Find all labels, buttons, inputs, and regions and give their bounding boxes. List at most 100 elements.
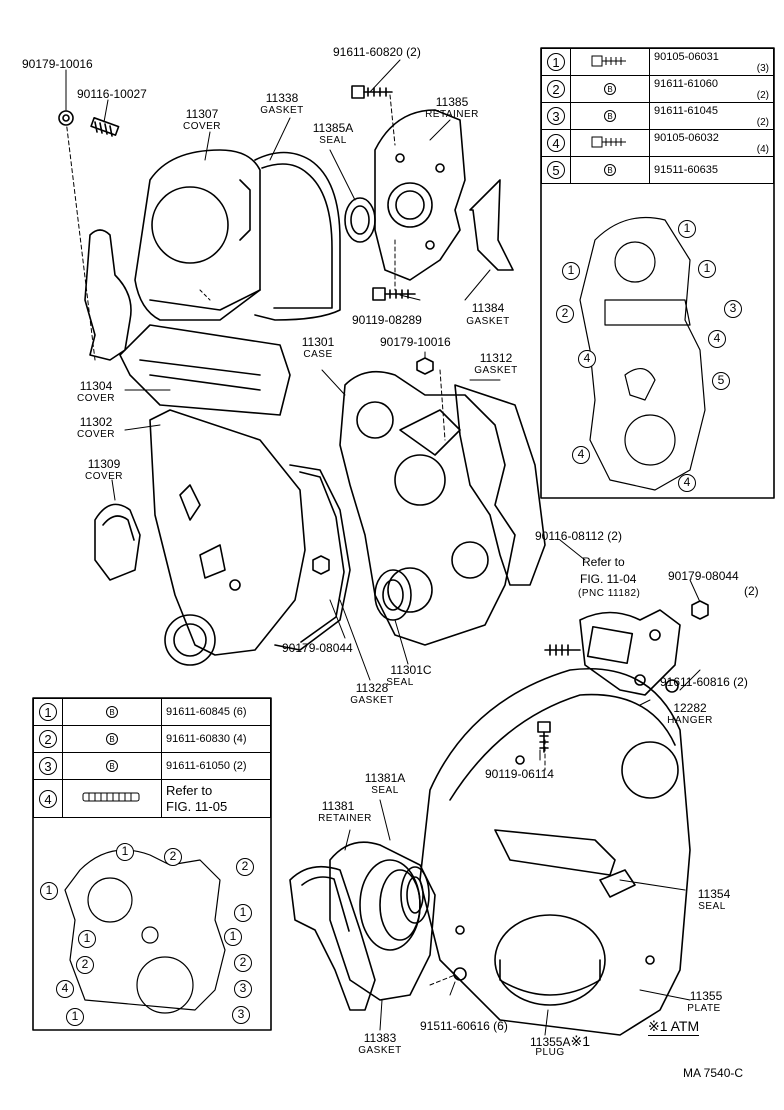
legend-top-row: 4 90105-06032(4): [541, 129, 774, 157]
atm-note: ※1 ATM: [648, 1018, 700, 1036]
label-91611-60816: 91611-60816 (2): [660, 675, 748, 689]
part-11309-cover: [94, 503, 141, 581]
stud-icon: [82, 792, 140, 802]
label-11384-name: GASKET: [466, 316, 510, 327]
label-11383-number: 11383: [363, 1031, 397, 1045]
inset-callout: 4: [578, 350, 596, 368]
part-11328-gasket: [274, 464, 351, 651]
legend-part: 91511-60635: [654, 164, 719, 176]
label-11301C-number: 11301C: [390, 663, 432, 677]
fastener-bolt-91511-60616: [453, 967, 467, 981]
label-12282-name: HANGER: [667, 715, 713, 726]
label-11302-number: 11302: [79, 415, 113, 429]
fastener-nut-90179-10016-mid: [416, 357, 434, 375]
label-11304-name: COVER: [76, 393, 116, 404]
label-11385A-name: SEAL: [319, 135, 347, 146]
part-12282-hanger: [579, 609, 681, 696]
part-11304-cover: [119, 324, 291, 416]
legend-bottom-row: 1 B 91611-60845 (6): [33, 698, 271, 726]
inset-callout: 1: [234, 904, 252, 922]
label-90116-10027: 90116-10027: [77, 87, 147, 101]
part-11301-case: [339, 370, 516, 646]
legend-num: 5: [547, 161, 565, 179]
inset-callout: 2: [164, 848, 182, 866]
label-12282-number: 12282: [673, 701, 707, 715]
inset-callout: 2: [236, 858, 254, 876]
label-90179-08044-right-qty: (2): [744, 584, 759, 598]
label-11355A-mark: ※1: [570, 1033, 591, 1049]
legend-top-row: 5 B 91511-60635: [541, 156, 774, 184]
inset-bottom-sketch: [64, 849, 226, 1014]
label-11302-name: COVER: [76, 429, 116, 440]
label-90119-06114: 90119-06114: [485, 767, 554, 781]
part-11381-retainer: [329, 841, 436, 1001]
fastener-nut-90179-08044-right: [691, 600, 709, 620]
label-11312-number: 11312: [479, 351, 513, 365]
legend-part: Refer to: [166, 782, 213, 798]
fastener-bolt-91611-60816: [665, 679, 679, 693]
legend-top-row: 1 90105-06031(3): [541, 48, 774, 76]
legend-bottom-row: 3 B 91611-61050 (2): [33, 752, 271, 780]
label-refer-line1: Refer to: [582, 555, 625, 569]
inset-callout: 4: [708, 330, 726, 348]
part-11301C-seal: [374, 569, 412, 621]
label-91511-60616: 91511-60616 (6): [420, 1019, 508, 1033]
label-11383-name: GASKET: [358, 1045, 402, 1056]
legend-num: 2: [547, 80, 565, 98]
b-bolt-icon: B: [604, 83, 616, 95]
legend-num: 4: [39, 789, 57, 808]
part-11355A-plug: [494, 914, 606, 1006]
label-11355-number: 11355: [689, 989, 723, 1003]
label-11385A-number: 11385A: [312, 121, 354, 135]
label-refer-line2: FIG. 11-04: [580, 572, 637, 586]
label-91611-60820: 91611-60820 (2): [333, 45, 421, 59]
inset-callout: 2: [234, 954, 252, 972]
b-bolt-icon: B: [106, 733, 118, 745]
part-11385-retainer: [374, 109, 466, 281]
label-11381-name: RETAINER: [318, 813, 372, 824]
legend-num: 3: [39, 757, 57, 775]
inset-callout: 3: [234, 980, 252, 998]
legend-part: 91611-61060: [654, 77, 719, 90]
legend-part: 91611-61050 (2): [161, 752, 271, 780]
inset-callout: 1: [698, 260, 716, 278]
part-11302-cover: [149, 409, 306, 666]
part-11383-gasket: [289, 865, 376, 1011]
legend-top-row: 3 B 91611-61045(2): [541, 102, 774, 130]
label-90179-08044-mid: 90179-08044: [282, 641, 353, 655]
label-11385-number: 11385: [435, 95, 469, 109]
label-11355A-name: PLUG: [535, 1047, 565, 1058]
label-11301-number: 11301: [301, 335, 335, 349]
legend-part: 91611-61045: [654, 104, 719, 117]
fastener-bolt-91611-60820: [351, 85, 393, 99]
label-11328-name: GASKET: [350, 695, 394, 706]
inset-callout: 1: [562, 262, 580, 280]
inset-callout: 1: [40, 882, 58, 900]
inset-callout: 4: [56, 980, 74, 998]
fastener-bolt-90119-08289: [372, 287, 416, 301]
legend-top-row: 2 B 91611-61060(2): [541, 75, 774, 103]
bracket-left: [84, 229, 132, 361]
figure-code: MA 7540-C: [683, 1066, 744, 1080]
label-11328-number: 11328: [355, 681, 389, 695]
legend-bottom-row: 2 B 91611-60830 (4): [33, 725, 271, 753]
legend-qty: (3): [756, 62, 769, 74]
fastener-nut-90179-08044-mid: [312, 555, 330, 575]
inset-top-sketch: [579, 216, 706, 491]
inset-callout: 4: [572, 446, 590, 464]
label-11354-number: 11354: [697, 887, 731, 901]
label-11338-number: 11338: [265, 91, 299, 105]
b-bolt-icon: B: [604, 110, 616, 122]
part-11384-gasket: [469, 179, 514, 271]
label-11381-number: 11381: [321, 799, 355, 813]
label-11381A-name: SEAL: [371, 785, 399, 796]
inset-callout: 2: [76, 956, 94, 974]
legend-part2: FIG. 11-05: [166, 798, 228, 814]
bolt-icon: [591, 55, 626, 66]
b-bolt-icon: B: [106, 706, 118, 718]
label-11307-number: 11307: [185, 107, 219, 121]
inset-callout: 3: [724, 300, 742, 318]
